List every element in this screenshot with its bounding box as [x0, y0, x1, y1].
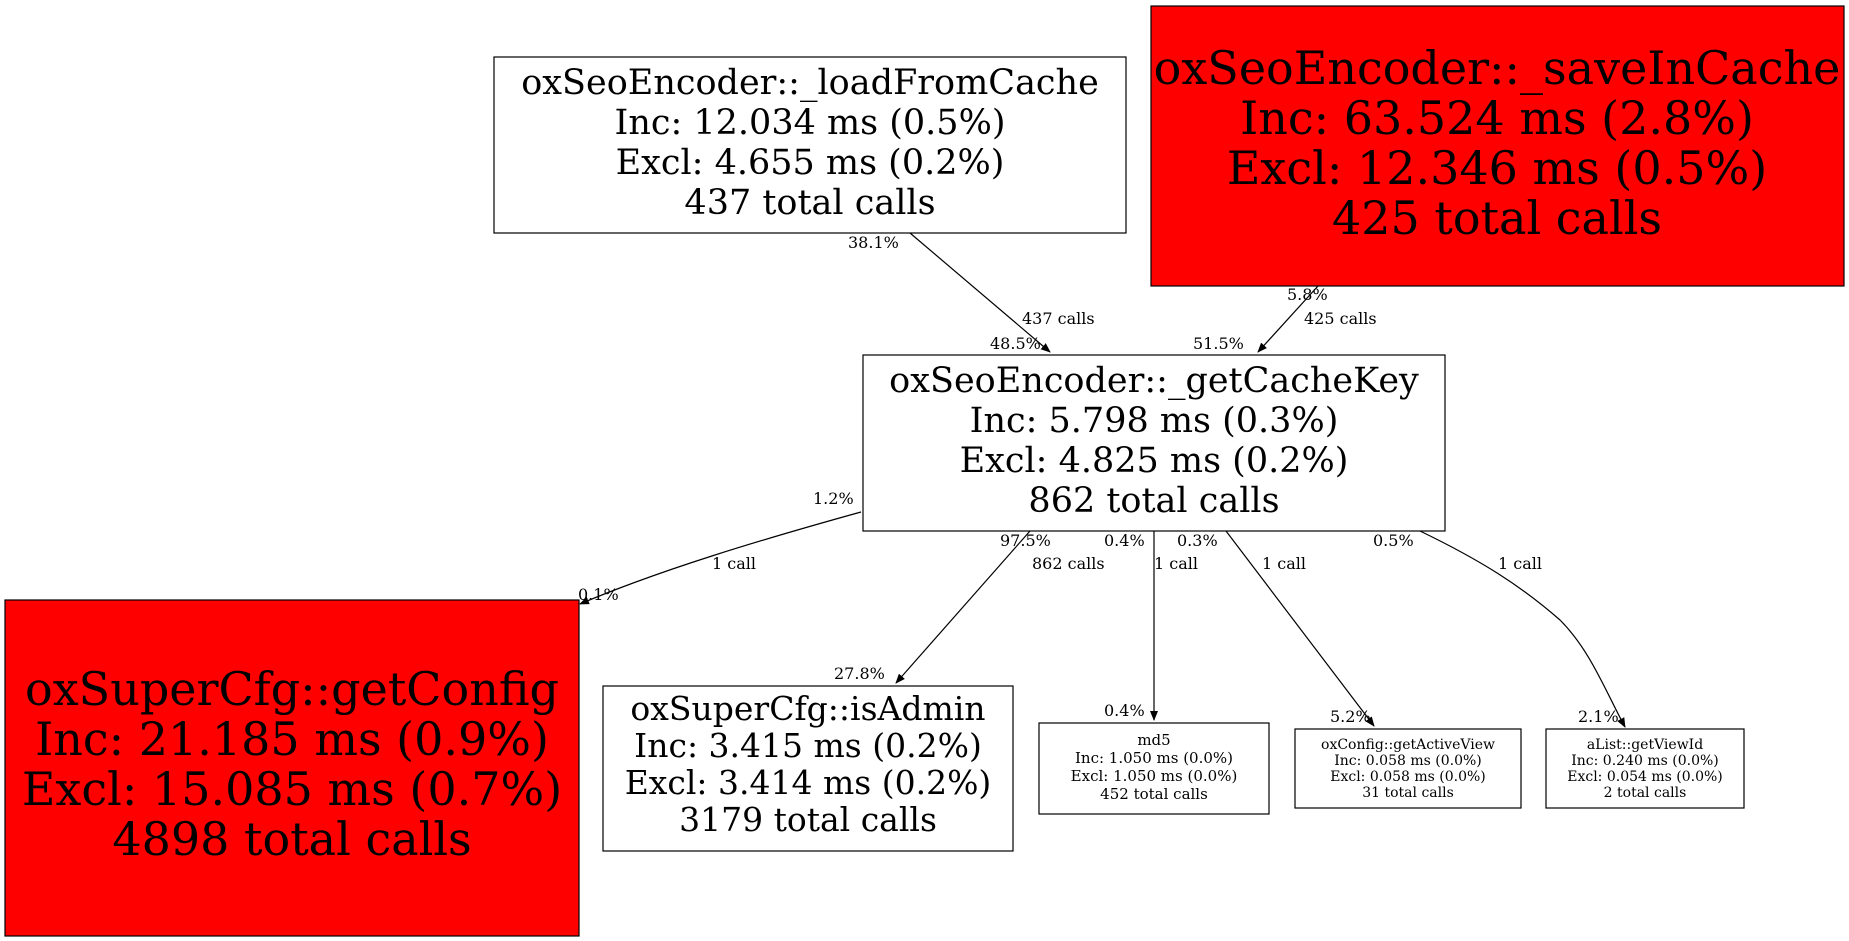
edge-call-count: 1 call	[712, 554, 756, 573]
node-inclusive-time: Inc: 0.058 ms (0.0%)	[1334, 753, 1482, 769]
edge-call-count: 437 calls	[1022, 309, 1095, 328]
node-exclusive-time: Excl: 0.054 ms (0.0%)	[1567, 769, 1723, 785]
edge-tail-percent: 5.8%	[1287, 285, 1328, 304]
node-total-calls: 31 total calls	[1362, 785, 1454, 801]
node-total-calls: 862 total calls	[1028, 481, 1279, 521]
edge-getcachekey-to-getactiveview: 0.3% 1 call 5.2%	[1177, 530, 1375, 727]
node-loadfromcache[interactable]: oxSeoEncoder::_loadFromCache Inc: 12.034…	[493, 56, 1127, 234]
edge-getcachekey-to-isadmin: 97.5% 862 calls 27.8%	[834, 530, 1105, 684]
edge-call-count: 862 calls	[1032, 554, 1105, 573]
edge-head-percent: 0.4%	[1104, 701, 1145, 720]
edge-call-count: 1 call	[1262, 554, 1306, 573]
node-saveincache[interactable]: oxSeoEncoder::_saveInCache Inc: 63.524 m…	[1150, 5, 1845, 287]
node-exclusive-time: Excl: 3.414 ms (0.2%)	[625, 763, 992, 802]
node-exclusive-time: Excl: 4.825 ms (0.2%)	[960, 441, 1349, 481]
node-title: aList::getViewId	[1587, 737, 1703, 753]
node-inclusive-time: Inc: 63.524 ms (2.8%)	[1240, 91, 1754, 145]
edge-head-percent: 0.1%	[578, 585, 619, 604]
node-exclusive-time: Excl: 15.085 ms (0.7%)	[22, 762, 562, 816]
node-inclusive-time: Inc: 3.415 ms (0.2%)	[634, 726, 982, 765]
node-exclusive-time: Excl: 0.058 ms (0.0%)	[1330, 769, 1486, 785]
node-exclusive-time: Excl: 4.655 ms (0.2%)	[616, 143, 1005, 183]
edge-tail-percent: 97.5%	[1000, 531, 1051, 550]
node-total-calls: 437 total calls	[684, 183, 935, 223]
edge-tail-percent: 38.1%	[848, 233, 899, 252]
edge-saveincache-to-getcachekey: 5.8% 425 calls 51.5%	[1193, 285, 1377, 353]
node-inclusive-time: Inc: 1.050 ms (0.0%)	[1075, 749, 1233, 767]
edge-head-percent: 5.2%	[1330, 707, 1371, 726]
edge-loadfromcache-to-getcachekey: 38.1% 437 calls 48.5%	[848, 232, 1095, 353]
edge-getcachekey-to-md5: 0.4% 1 call 0.4%	[1104, 531, 1198, 721]
edge-call-count: 425 calls	[1304, 309, 1377, 328]
node-inclusive-time: Inc: 0.240 ms (0.0%)	[1571, 753, 1719, 769]
node-title: md5	[1137, 731, 1170, 749]
node-inclusive-time: Inc: 21.185 ms (0.9%)	[35, 712, 549, 766]
edge-getcachekey-to-getviewid: 0.5% 1 call 2.1%	[1373, 530, 1626, 728]
node-getconfig[interactable]: oxSuperCfg::getConfig Inc: 21.185 ms (0.…	[4, 599, 580, 937]
edge-call-count: 1 call	[1154, 554, 1198, 573]
node-exclusive-time: Excl: 12.346 ms (0.5%)	[1227, 141, 1767, 195]
node-total-calls: 452 total calls	[1100, 785, 1208, 803]
edge-head-percent: 48.5%	[990, 334, 1041, 353]
node-total-calls: 2 total calls	[1604, 785, 1687, 801]
edge-head-percent: 51.5%	[1193, 334, 1244, 353]
edge-head-percent: 27.8%	[834, 664, 885, 683]
edge-tail-percent: 1.2%	[813, 489, 854, 508]
node-getcachekey[interactable]: oxSeoEncoder::_getCacheKey Inc: 5.798 ms…	[862, 354, 1446, 532]
node-isadmin[interactable]: oxSuperCfg::isAdmin Inc: 3.415 ms (0.2%)…	[602, 685, 1014, 852]
node-getactiveview[interactable]: oxConfig::getActiveView Inc: 0.058 ms (0…	[1294, 728, 1522, 809]
node-inclusive-time: Inc: 12.034 ms (0.5%)	[615, 103, 1006, 143]
node-title: oxSuperCfg::isAdmin	[630, 689, 985, 728]
node-title: oxSeoEncoder::_saveInCache	[1154, 41, 1841, 95]
node-title: oxSuperCfg::getConfig	[25, 662, 559, 716]
node-title: oxSeoEncoder::_getCacheKey	[889, 361, 1419, 401]
node-title: oxConfig::getActiveView	[1321, 737, 1495, 753]
node-md5[interactable]: md5 Inc: 1.050 ms (0.0%) Excl: 1.050 ms …	[1038, 722, 1270, 815]
edge-call-count: 1 call	[1498, 554, 1542, 573]
edge-tail-percent: 0.5%	[1373, 531, 1414, 550]
node-title: oxSeoEncoder::_loadFromCache	[521, 63, 1099, 103]
node-total-calls: 425 total calls	[1332, 191, 1662, 245]
node-total-calls: 4898 total calls	[112, 812, 471, 866]
edge-head-percent: 2.1%	[1578, 707, 1619, 726]
node-exclusive-time: Excl: 1.050 ms (0.0%)	[1071, 767, 1238, 785]
edge-tail-percent: 0.4%	[1104, 531, 1145, 550]
node-getviewid[interactable]: aList::getViewId Inc: 0.240 ms (0.0%) Ex…	[1545, 728, 1745, 809]
edge-tail-percent: 0.3%	[1177, 531, 1218, 550]
node-total-calls: 3179 total calls	[679, 800, 937, 839]
node-inclusive-time: Inc: 5.798 ms (0.3%)	[970, 401, 1339, 441]
edge-getcachekey-to-getconfig: 1.2% 1 call 0.1%	[578, 489, 862, 605]
